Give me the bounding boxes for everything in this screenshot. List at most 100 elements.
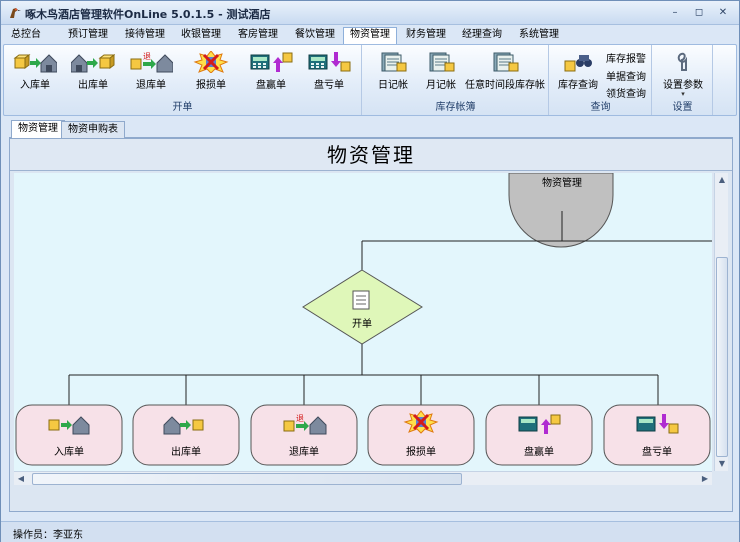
flow-node-deficit[interactable]: 盘亏单 [642, 447, 672, 458]
woodpecker-app-icon [10, 8, 21, 18]
dropdown-arrow-icon: ▾ [681, 90, 685, 98]
scroll-right-icon[interactable]: ▶ [701, 474, 709, 483]
root-node-shape [508, 173, 614, 248]
stock-alert-link[interactable]: 库存报警 [606, 54, 646, 65]
ribbon-group-stock-label: 库存帐簿 [435, 102, 476, 113]
surplus-slip-label: 盘赢单 [256, 80, 286, 91]
daily-ledger-label: 日记帐 [378, 80, 408, 91]
leaf-node-shape [367, 404, 475, 466]
root-node-label[interactable]: 物资管理 [542, 178, 582, 189]
flowchart-connectors: 退 [15, 173, 712, 466]
menu-system[interactable]: 系统管理 [519, 29, 559, 40]
document-tab-strip: 物资管理 物资申购表 [9, 120, 733, 138]
horizontal-scroll-thumb[interactable] [32, 473, 462, 485]
period-ledger-label: 任意时间段库存帐 [465, 80, 545, 91]
outbound-warehouse-icon [71, 54, 115, 73]
monthly-ledger-label: 月记帐 [426, 80, 456, 91]
return-mark-icon: 退 [296, 414, 304, 423]
minimize-button[interactable]: – [672, 7, 678, 18]
close-button[interactable]: ✕ [718, 7, 728, 18]
period-ledger-icon [493, 52, 519, 72]
stock-query-label: 库存查询 [558, 80, 598, 91]
flow-node-surplus[interactable]: 盘赢单 [524, 447, 554, 458]
ribbon-group-query: 库存查询 库存报警 单据查询 领货查询 查询 [550, 45, 652, 115]
ribbon-group-open-label: 开单 [172, 102, 193, 113]
document-query-link[interactable]: 单据查询 [606, 72, 646, 83]
return-warehouse-icon: 退 [130, 52, 173, 73]
loss-report-label: 报损单 [196, 80, 226, 91]
flow-node-loss[interactable]: 报损单 [406, 447, 436, 458]
operator-name: 李亚东 [53, 530, 83, 541]
loss-report-button[interactable]: 报损单 [188, 51, 234, 91]
menu-housekeeping[interactable]: 客房管理 [238, 29, 278, 40]
menu-food-beverage[interactable]: 餐饮管理 [295, 29, 335, 40]
surplus-slip-button[interactable]: 盘赢单 [248, 51, 294, 91]
leaf-node-shape [485, 404, 593, 466]
flow-node-return[interactable]: 退库单 [289, 447, 319, 458]
menu-materials[interactable]: 物资管理 [343, 27, 397, 44]
monthly-ledger-button[interactable]: 月记帐 [419, 51, 463, 91]
damage-loss-icon [403, 410, 439, 434]
binoculars-stock-icon [564, 55, 592, 72]
settings-params-button[interactable]: 设置参数 ▾ [659, 51, 707, 98]
scroll-left-icon[interactable]: ◀ [17, 474, 25, 483]
calculator-deficit-icon [308, 52, 351, 72]
tab-purchase-requests[interactable]: 物资申购表 [61, 121, 125, 138]
inbound-warehouse-icon [48, 416, 90, 435]
main-menu-bar: 总控台 预订管理 接待管理 收银管理 客房管理 餐饮管理 物资管理 财务管理 经… [1, 26, 739, 44]
decision-node-open[interactable]: 开单 [352, 319, 372, 330]
leaf-node-shape [15, 404, 123, 466]
ribbon-group-open: 入库单 出库单 退 退库单 [4, 45, 362, 115]
flow-node-outbound[interactable]: 出库单 [171, 447, 201, 458]
menu-cashier[interactable]: 收银管理 [181, 29, 221, 40]
flow-node-inbound[interactable]: 入库单 [54, 447, 84, 458]
menu-finance[interactable]: 财务管理 [406, 29, 446, 40]
menu-manager-query[interactable]: 经理查询 [462, 29, 502, 40]
requisition-query-link[interactable]: 领货查询 [606, 89, 646, 100]
leaf-node-shape [250, 404, 358, 466]
wrench-icon [677, 52, 687, 71]
vertical-scrollbar[interactable]: ▲ ▼ [714, 173, 728, 471]
document-icon [352, 290, 370, 310]
leaf-node-shape [603, 404, 711, 466]
outbound-slip-label: 出库单 [78, 80, 108, 91]
restore-button[interactable]: ◻ [694, 7, 704, 18]
outbound-warehouse-icon [163, 416, 204, 435]
period-ledger-button[interactable]: 任意时间段库存帐 [465, 51, 545, 91]
ribbon-group-stock-ledger: 日记帐 月记帐 任意时间段库存帐 库存帐簿 [363, 45, 549, 115]
inbound-warehouse-icon [13, 54, 57, 73]
horizontal-scrollbar[interactable]: ◀ ▶ [14, 471, 712, 485]
deficit-slip-label: 盘亏单 [314, 80, 344, 91]
deficit-slip-button[interactable]: 盘亏单 [306, 51, 352, 91]
return-warehouse-icon: 退 [283, 414, 327, 435]
return-slip-label: 退库单 [136, 80, 166, 91]
scroll-down-icon[interactable]: ▼ [718, 459, 726, 468]
title-bar[interactable]: 啄木鸟酒店管理软件OnLine 5.0.1.5 - 测试酒店 – ◻ ✕ [1, 1, 739, 25]
window-title: 啄木鸟酒店管理软件OnLine 5.0.1.5 - 测试酒店 [25, 8, 271, 21]
tab-materials[interactable]: 物资管理 [11, 120, 65, 138]
materials-document: 物资管理 [9, 138, 733, 512]
ribbon-group-settings: 设置参数 ▾ 设置 [653, 45, 713, 115]
ribbon-group-settings-label: 设置 [672, 102, 693, 113]
ribbon-toolbar: 入库单 出库单 退 退库单 [3, 44, 737, 116]
monthly-ledger-icon [429, 52, 455, 72]
menu-reception[interactable]: 接待管理 [125, 29, 165, 40]
leaf-node-shape [132, 404, 240, 466]
return-mark-icon: 退 [143, 52, 151, 61]
calculator-surplus-icon [518, 414, 561, 434]
damage-loss-icon [193, 51, 229, 73]
status-bar: 操作员：李亚东 [1, 521, 739, 542]
menu-reservation[interactable]: 预订管理 [68, 29, 108, 40]
scroll-up-icon[interactable]: ▲ [718, 175, 726, 184]
stock-query-button[interactable]: 库存查询 [556, 51, 600, 91]
calculator-surplus-icon [250, 52, 293, 72]
calculator-deficit-icon [636, 414, 679, 434]
vertical-scroll-thumb[interactable] [716, 257, 728, 457]
outbound-slip-button[interactable]: 出库单 [70, 51, 116, 91]
daily-ledger-button[interactable]: 日记帐 [371, 51, 415, 91]
daily-ledger-icon [381, 52, 407, 72]
inbound-slip-button[interactable]: 入库单 [12, 51, 58, 91]
return-slip-button[interactable]: 退 退库单 [128, 51, 174, 91]
settings-params-label: 设置参数 [663, 80, 703, 91]
menu-dashboard[interactable]: 总控台 [11, 29, 41, 40]
